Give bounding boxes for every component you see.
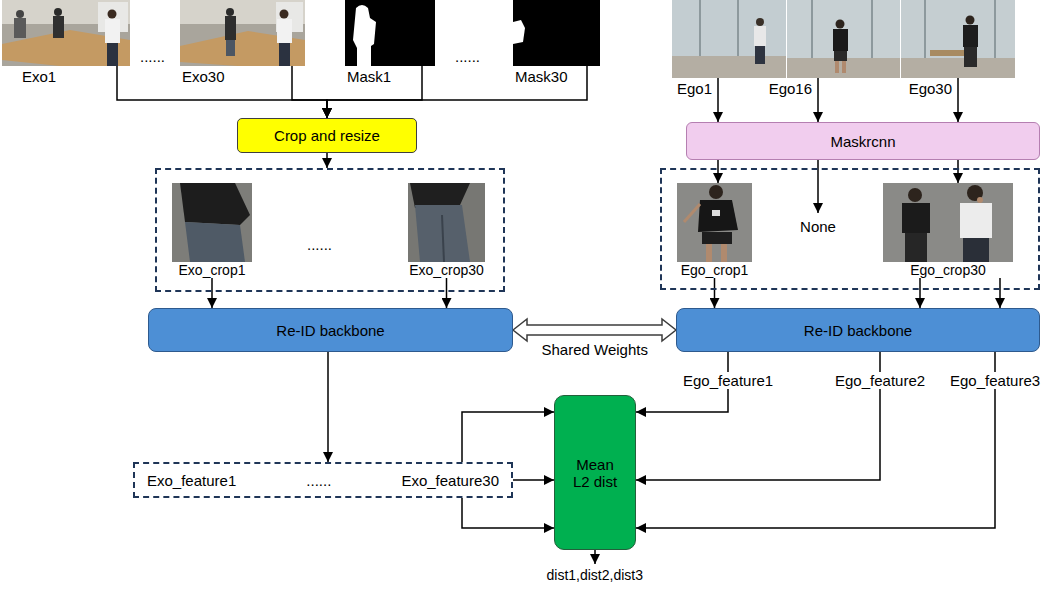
arrow-connector <box>817 78 819 122</box>
image-caption: Exo1 <box>22 68 56 85</box>
image-area <box>883 183 1013 262</box>
image-caption: Ego_crop30 <box>910 262 986 278</box>
node-text: Re-ID backbone <box>804 322 912 339</box>
arrow-connector <box>446 278 448 308</box>
arrow-connector <box>513 479 554 481</box>
process-box: Re-ID backbone <box>148 308 513 352</box>
arrow-connector <box>327 66 422 118</box>
arrow-connector <box>117 66 327 118</box>
image-tile: Ego16 <box>787 0 900 78</box>
arrow-connector <box>717 78 719 122</box>
arrow-connector <box>636 352 995 528</box>
output-label: dist1,dist2,dist3 <box>547 567 644 583</box>
feature-group: Exo_feature1...... Exo_feature30 <box>133 462 513 498</box>
node-text: Exo_feature30 <box>401 472 499 489</box>
node-text: Crop and resize <box>274 127 380 144</box>
image-tile: Mask1 <box>345 0 435 66</box>
image-caption: Exo30 <box>182 68 225 85</box>
image-tile: Exo30 <box>180 0 305 66</box>
image-caption: Mask30 <box>515 68 568 85</box>
process-box: Mean L2 dist <box>554 395 636 550</box>
node-text: ...... <box>307 236 332 253</box>
ego-photo <box>901 0 1015 78</box>
crop-tile: Ego_crop1 <box>677 183 752 278</box>
exo-crop-image <box>172 183 252 262</box>
image-caption: Ego30 <box>909 80 952 97</box>
exo-photo <box>2 0 130 66</box>
edge-label: Ego_feature2 <box>833 372 927 389</box>
process-box: Crop and resize <box>237 118 417 153</box>
dashed-group: Ego_crop1 NoneEgo_crop30 <box>660 168 1040 290</box>
mask-image <box>345 0 435 76</box>
text-node: None <box>790 213 846 239</box>
node-text: Exo_feature1 <box>147 472 236 489</box>
shared-weights-arrow <box>513 319 676 341</box>
crop-tile: Exo_crop1 <box>172 183 252 278</box>
arrow-connector <box>717 160 719 183</box>
output-arrow <box>594 550 596 564</box>
arrow-connector <box>327 66 587 118</box>
node-text: Re-ID backbone <box>276 322 384 339</box>
image-caption: Ego_crop1 <box>681 262 749 278</box>
edge-label: Ego_feature1 <box>681 372 775 389</box>
arrow-connector <box>326 153 328 168</box>
image-caption: Ego16 <box>769 80 812 97</box>
arrow-connector <box>327 352 329 462</box>
node-text: ...... <box>306 472 331 489</box>
image-tile: Ego1 <box>672 0 786 78</box>
image-caption: Ego1 <box>677 80 712 97</box>
exo-photo <box>180 0 305 66</box>
ego-crop-image <box>677 183 752 262</box>
arrow-connector <box>462 412 554 462</box>
arrow-connector <box>462 498 554 528</box>
image-tile: Mask30 <box>513 0 600 66</box>
crop-tile: Exo_crop30 <box>408 183 485 278</box>
image-tile: Ego30 <box>901 0 1015 78</box>
process-box: Re-ID backbone <box>676 308 1040 352</box>
arrow-connector <box>999 278 1001 308</box>
arrow-connector <box>957 78 959 122</box>
image-area <box>172 183 252 262</box>
crop-tile: Ego_crop30 <box>883 183 1013 278</box>
ellipsis-label: ...... <box>455 48 480 65</box>
node-text: None <box>800 218 836 235</box>
image-tile: Exo1 <box>2 0 130 66</box>
image-area <box>677 183 752 262</box>
node-text: Mean L2 dist <box>567 456 623 490</box>
process-box: Maskrcnn <box>686 122 1040 160</box>
edge-label: Ego_feature3 <box>948 372 1042 389</box>
arrow-connector <box>292 66 327 118</box>
node-text: Maskrcnn <box>830 133 895 150</box>
ego-crop-image <box>883 183 1013 262</box>
arrow-connector <box>919 278 921 308</box>
arrow-connector <box>211 278 213 308</box>
arrow-connector <box>714 278 716 308</box>
dashed-group: ...... Exo_crop1 Exo_crop30 <box>155 168 505 292</box>
exo-crop-image <box>408 183 485 262</box>
image-caption: Exo_crop30 <box>409 262 484 278</box>
edge-label: Shared Weights <box>540 341 650 358</box>
image-area <box>408 183 485 262</box>
mask-image <box>513 0 600 66</box>
arrow-connector <box>957 160 959 183</box>
ego-photo <box>672 0 786 78</box>
ellipsis-label: ...... <box>140 48 165 65</box>
image-caption: Mask1 <box>347 68 391 85</box>
image-caption: Exo_crop1 <box>179 262 246 278</box>
ego-photo <box>787 0 900 78</box>
